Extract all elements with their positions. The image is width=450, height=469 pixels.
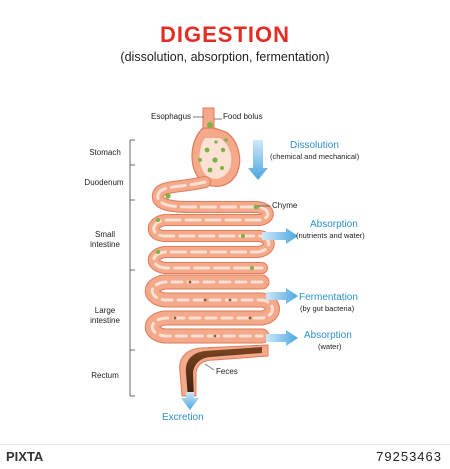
leader-lines [193, 116, 270, 371]
section-small-intestine-line1: Small [94, 230, 115, 239]
food-particles [156, 122, 259, 270]
footer-bar: PIXTA 79253463 [0, 444, 450, 469]
section-duodenum: Duodenum [84, 178, 124, 187]
footer-brand-logo: PIXTA [6, 449, 44, 464]
section-large-intestine-line1: Large [94, 306, 116, 315]
process-absorption-2-title: Absorption [304, 330, 352, 341]
footer-image-id: 79253463 [376, 449, 442, 464]
section-stomach: Stomach [89, 148, 121, 157]
page-title: DIGESTION [159, 22, 290, 47]
absorption-arrow-1 [262, 228, 298, 244]
process-fermentation-detail: (by gut bacteria) [300, 304, 355, 313]
bacteria-dots [173, 280, 252, 338]
section-small-intestine-line2: intestine [90, 240, 120, 249]
absorption-arrow-2 [266, 330, 298, 346]
process-absorption-2-detail: (water) [318, 342, 342, 351]
process-excretion-title: Excretion [162, 412, 204, 423]
process-dissolution-detail: (chemical and mechanical) [270, 152, 360, 161]
small-intestine [147, 176, 275, 274]
section-bracket [129, 139, 135, 397]
label-chyme: Chyme [272, 201, 298, 210]
large-intestine [145, 274, 280, 344]
label-feces: Feces [216, 367, 238, 376]
process-absorption-1-detail: (nutrients and water) [296, 231, 365, 240]
label-esophagus: Esophagus [151, 112, 192, 121]
excretion-arrow [181, 392, 199, 410]
label-food-bolus: Food bolus [223, 112, 263, 121]
process-arrows [181, 140, 298, 410]
process-fermentation-title: Fermentation [299, 292, 358, 303]
fermentation-arrow [266, 288, 298, 304]
process-absorption-1-title: Absorption [310, 219, 358, 230]
page-subtitle: (dissolution, absorption, fermentation) [120, 50, 330, 64]
dissolution-arrow [248, 140, 268, 180]
section-rectum: Rectum [91, 371, 119, 380]
section-large-intestine-line2: intestine [90, 316, 120, 325]
process-dissolution-title: Dissolution [290, 140, 339, 151]
